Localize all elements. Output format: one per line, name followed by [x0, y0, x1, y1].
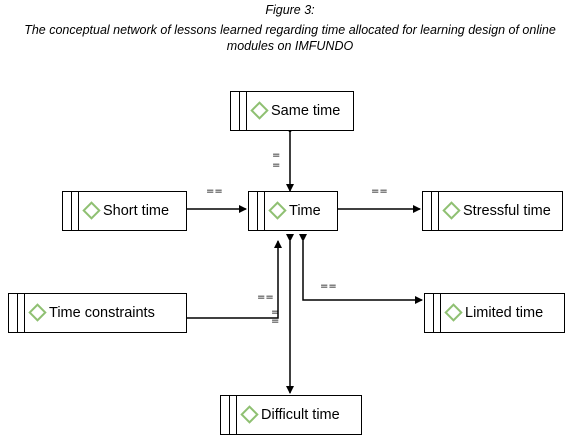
edge-time-constraints	[187, 240, 282, 319]
node-bar	[257, 192, 258, 230]
diamond-icon	[268, 201, 287, 220]
edge-limited-time	[299, 234, 423, 304]
node-label: Difficult time	[261, 407, 340, 423]
node-bar	[71, 192, 72, 230]
relation-label-same-b: =	[272, 160, 280, 171]
node-bar	[229, 396, 230, 434]
figure-title: The conceptual network of lessons learne…	[24, 23, 556, 53]
relation-label-constraints-b: =	[271, 307, 279, 318]
node-bar	[24, 294, 25, 332]
node-bar	[438, 192, 439, 230]
relation-label-limited: ==	[320, 281, 337, 292]
node-label: Short time	[103, 203, 170, 219]
node-label: Time constraints	[49, 305, 155, 321]
node-time-constraints[interactable]: Time constraints	[8, 293, 187, 333]
node-bar	[246, 92, 247, 130]
node-bar	[239, 92, 240, 130]
relation-label-constraints-c: =	[271, 316, 279, 327]
node-label: Time	[289, 203, 321, 219]
node-bar	[431, 192, 432, 230]
diamond-icon	[444, 303, 463, 322]
node-label: Same time	[271, 103, 341, 119]
node-same-time[interactable]: Same time	[230, 91, 354, 131]
figure-label: Figure 3:	[265, 3, 315, 17]
node-bar	[78, 192, 79, 230]
node-difficult-time[interactable]: Difficult time	[220, 395, 362, 435]
diamond-icon	[240, 405, 259, 424]
diamond-icon	[28, 303, 47, 322]
relation-label-same-a: =	[272, 150, 280, 161]
node-label: Stressful time	[463, 203, 551, 219]
node-bar	[236, 396, 237, 434]
node-stressful-time[interactable]: Stressful time	[422, 191, 563, 231]
diamond-icon	[82, 201, 101, 220]
node-time[interactable]: Time	[248, 191, 338, 231]
relation-label-stressful: ==	[371, 186, 388, 197]
node-bar	[17, 294, 18, 332]
node-limited-time[interactable]: Limited time	[424, 293, 565, 333]
relation-label-constraints-a: ==	[257, 292, 274, 303]
diamond-icon	[250, 101, 269, 120]
relation-label-short: ==	[206, 186, 223, 197]
node-label: Limited time	[465, 305, 544, 321]
node-bar	[264, 192, 265, 230]
node-short-time[interactable]: Short time	[62, 191, 187, 231]
node-bar	[433, 294, 434, 332]
node-bar	[440, 294, 441, 332]
diamond-icon	[442, 201, 461, 220]
